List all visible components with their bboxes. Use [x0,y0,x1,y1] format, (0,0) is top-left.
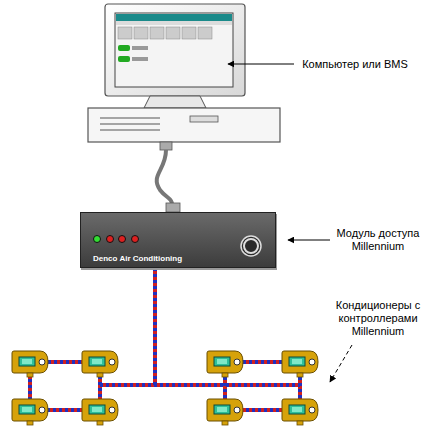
callout-label: Модуль доступа Millennium [328,227,428,253]
led [132,236,139,243]
bus-wire [30,268,300,410]
logo-swirl [244,239,258,253]
callout-label: Кондиционеры с контроллерами Millennium [328,299,428,338]
led [94,236,101,243]
access-module: Denco Air Conditioning [80,212,276,268]
monitor [105,4,245,96]
toolbar [118,27,212,39]
cable [157,150,172,204]
title-bar [116,14,232,21]
leader-arrow [228,64,294,65]
leader-arrow [288,240,330,241]
pc-case [88,108,280,142]
leader-arrow [330,345,352,382]
led [119,236,126,243]
brand-text: Denco Air Conditioning [93,254,182,263]
led [107,236,114,243]
monitor-stand [144,96,206,108]
ac-unit [12,351,318,425]
screen [115,13,233,87]
callout-label: Компьютер или BMS [290,58,420,71]
logo [241,236,261,256]
